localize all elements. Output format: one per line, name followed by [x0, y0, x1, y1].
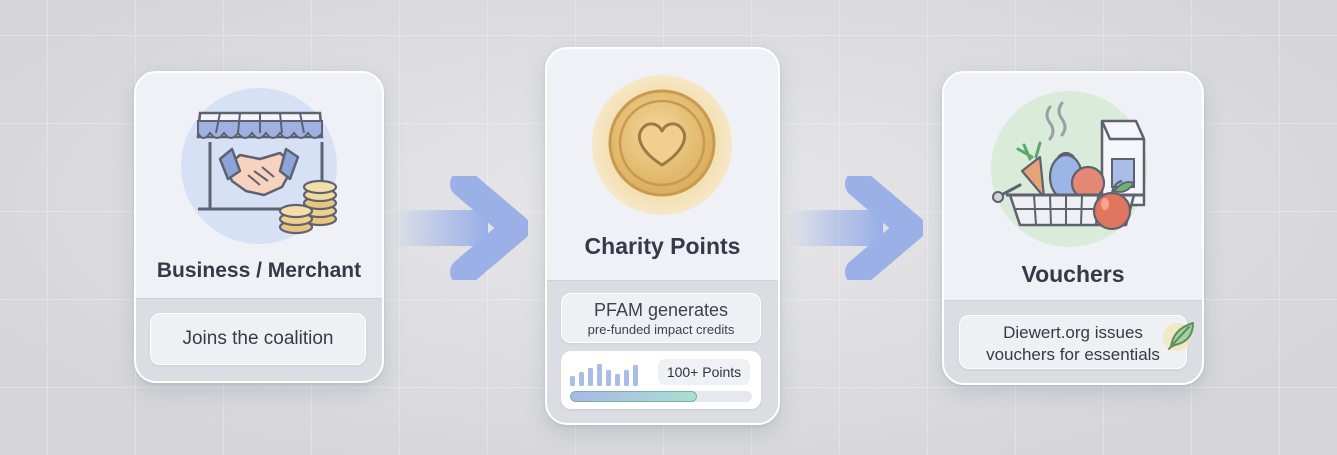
step-footer-charity-points: PFAM generates pre-funded impact credits	[547, 280, 778, 423]
caption-line-2: pre-funded impact credits	[587, 322, 735, 337]
grocery-basket-icon	[984, 87, 1164, 247]
caption-line-2: vouchers for essentials	[986, 345, 1160, 364]
step-footer-vouchers: Diewert.org issues vouchers for essentia…	[944, 300, 1202, 383]
heart-coin-icon	[590, 73, 734, 217]
step-caption-vouchers: Diewert.org issues vouchers for essentia…	[959, 315, 1187, 369]
right-arrow-icon	[392, 176, 528, 280]
progress-track	[570, 391, 752, 402]
step-card-vouchers: Vouchers Diewert.org issues vouchers for…	[942, 71, 1204, 385]
storefront-handshake-coins-icon	[176, 87, 346, 247]
progress-fill	[570, 391, 698, 402]
step-footer-business: Joins the coalition	[136, 298, 382, 381]
step-title-charity-points: Charity Points	[584, 233, 741, 259]
step-title-vouchers: Vouchers	[1021, 261, 1125, 287]
points-widget: 100+ Points	[561, 351, 761, 409]
step-title-business: Business / Merchant	[156, 259, 362, 282]
leaf-icon	[1161, 317, 1199, 353]
flow-arrow-2	[787, 176, 923, 280]
caption-line-1: Diewert.org issues	[1003, 323, 1143, 342]
step-card-business: Business / Merchant Joins the coalition	[134, 71, 384, 383]
step-caption-business: Joins the coalition	[150, 313, 366, 365]
points-badge: 100+ Points	[658, 359, 750, 385]
right-arrow-icon	[787, 176, 923, 280]
step-card-charity-points: Charity Points PFAM generates pre-funded…	[545, 47, 780, 425]
flow-arrow-1	[392, 176, 528, 280]
mini-bar-chart	[570, 362, 650, 386]
caption-line-1: PFAM generates	[593, 300, 729, 320]
step-caption-charity-points: PFAM generates pre-funded impact credits	[561, 293, 761, 343]
